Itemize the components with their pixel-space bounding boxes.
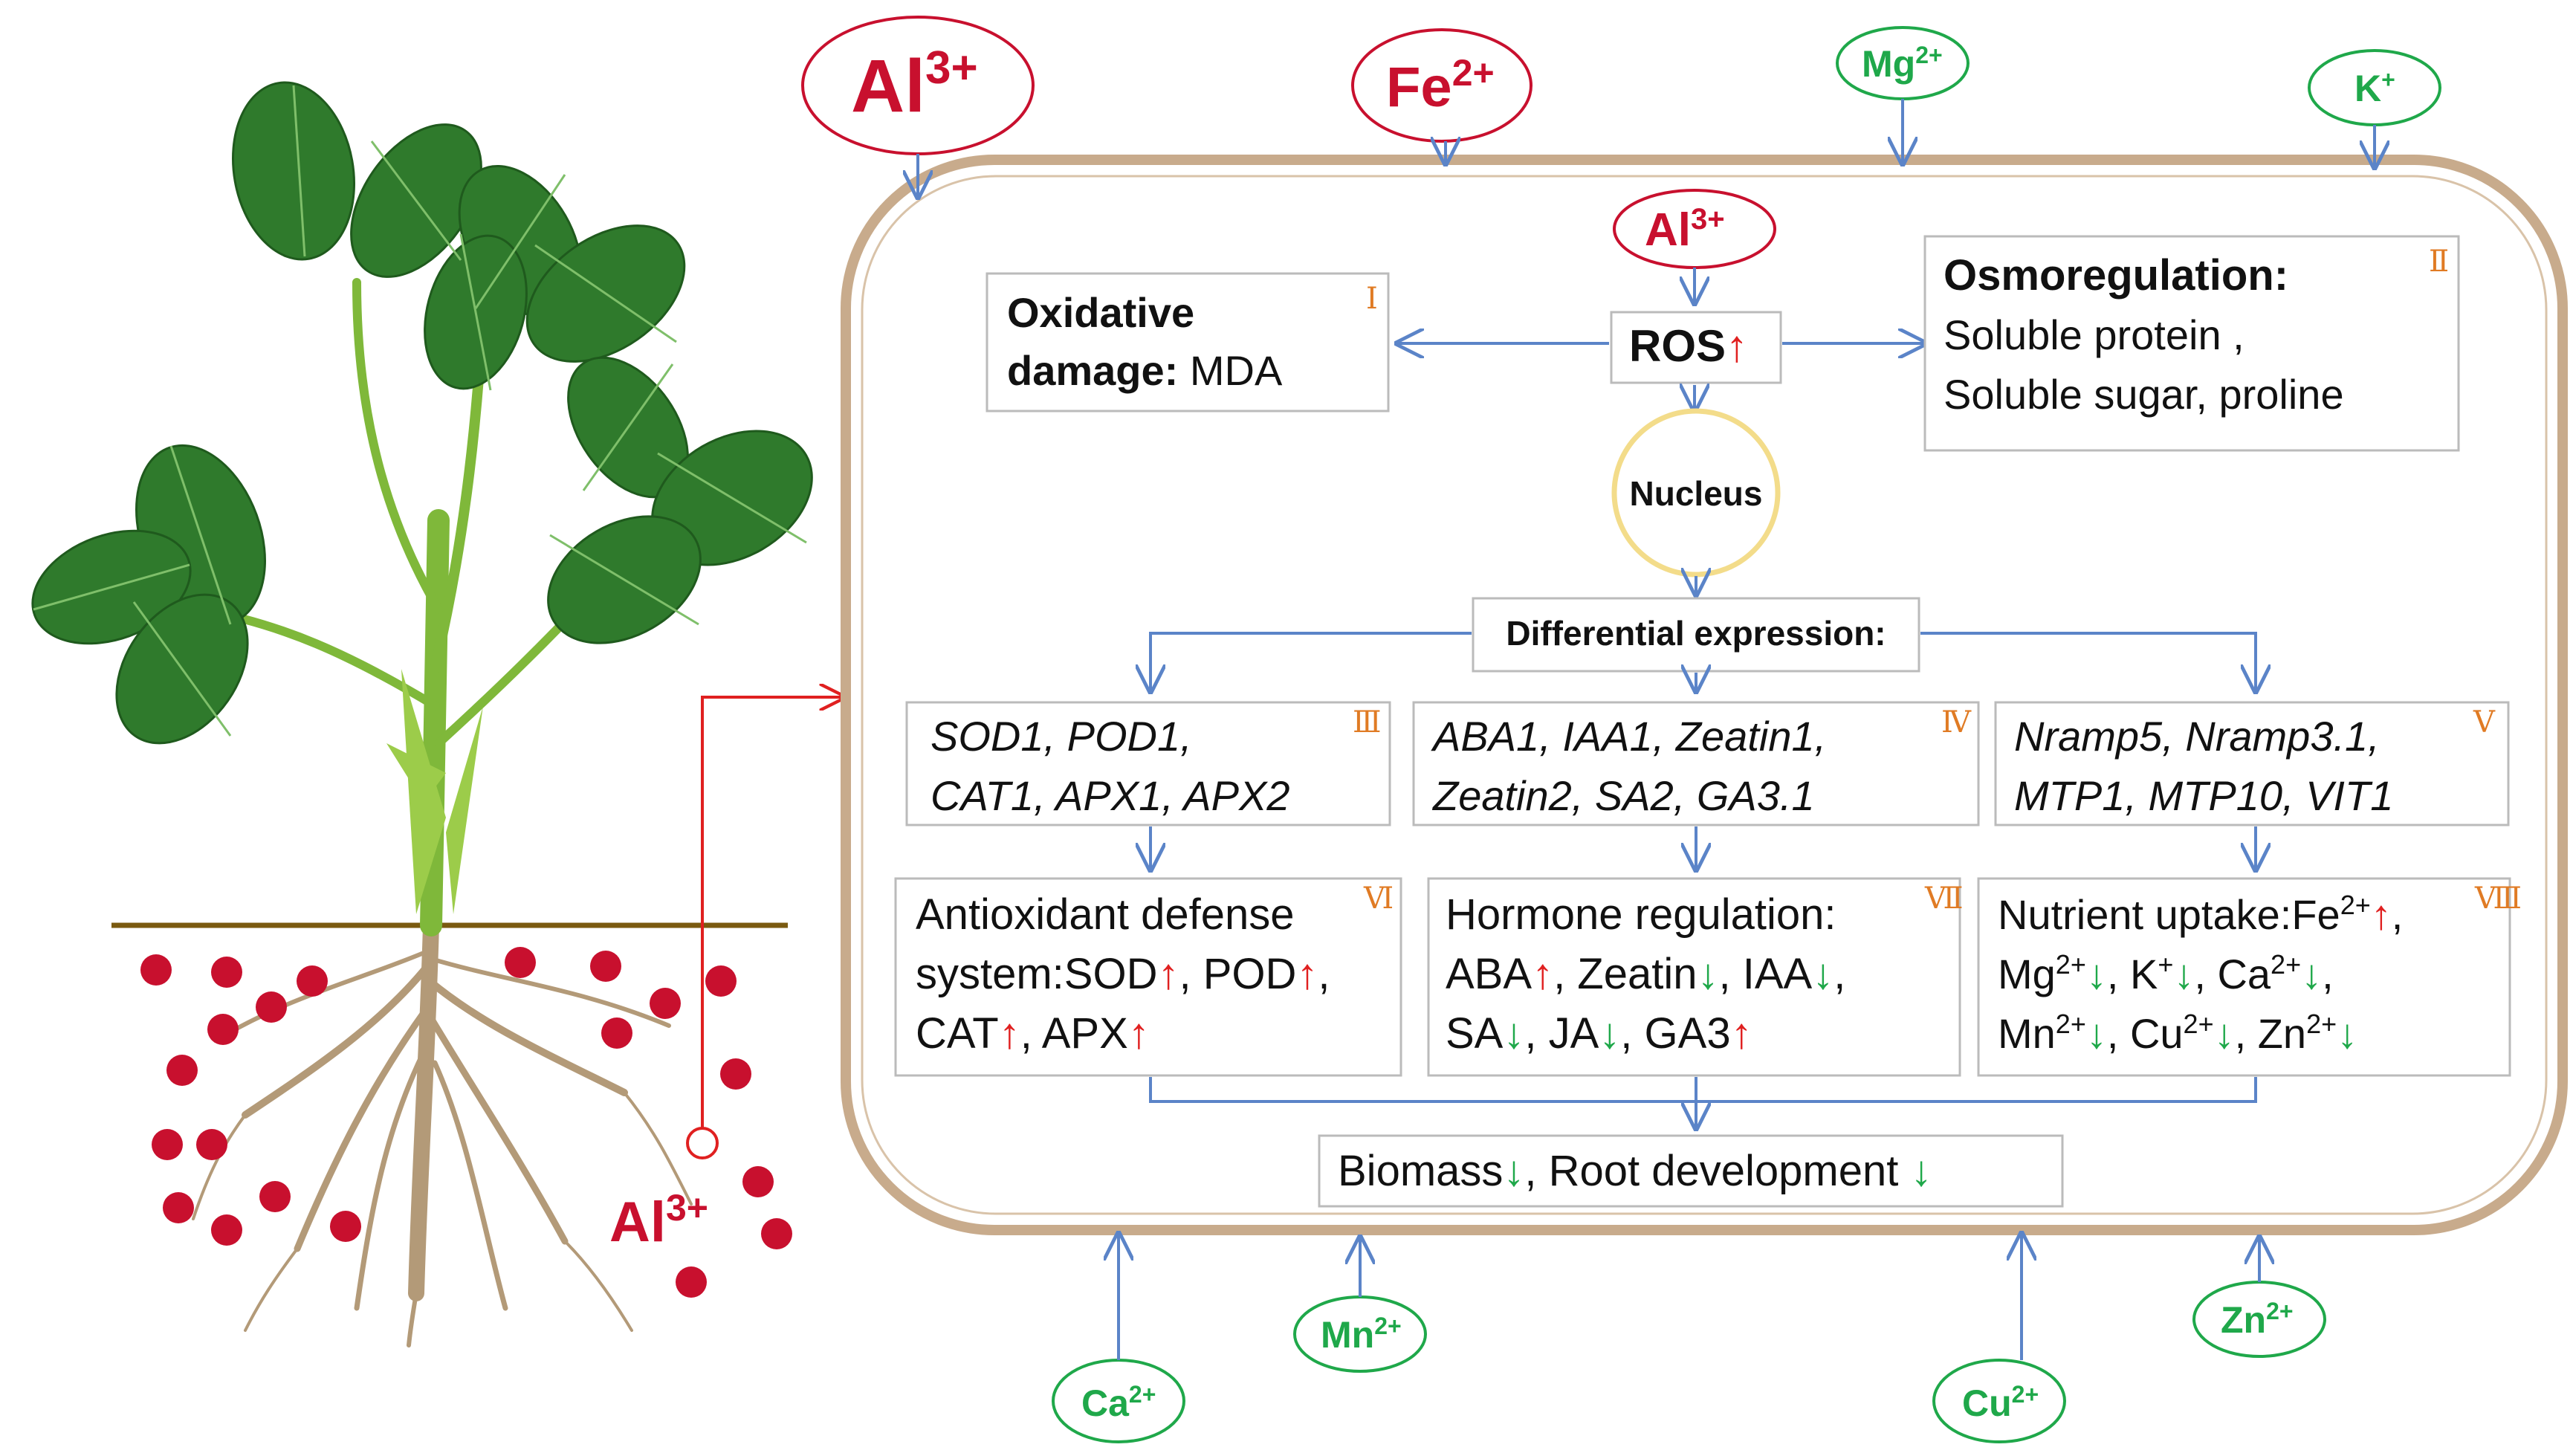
svg-text:SA↓, JA↓, GA3↑: SA↓, JA↓, GA3↑ xyxy=(1446,1009,1752,1058)
svg-text:Mn2+: Mn2+ xyxy=(1321,1313,1402,1356)
ion-fe-outer: Fe2+ xyxy=(1351,28,1533,143)
box-vii-hormone-regulation: Ⅶ Hormone regulation: ABA↑, Zeatin↓, IAA… xyxy=(1427,877,1964,1077)
ion-al-outer: Al3+ xyxy=(801,16,1035,155)
convergence-arrows xyxy=(1149,1077,2257,1128)
box-viii-nutrient-uptake: Ⅷ Nutrient uptake:Fe2+↑, Mg2+↓, K+↓, Ca2… xyxy=(1977,877,2522,1077)
ion-al-inner: Al3+ xyxy=(1613,189,1776,269)
svg-text:Ⅲ: Ⅲ xyxy=(1353,705,1382,740)
differential-expression-box: Differential expression: xyxy=(1472,597,1920,673)
diff-expression-branches xyxy=(1150,632,2256,691)
ion-k-outer: K+ xyxy=(2308,49,2441,126)
svg-text:system:SOD↑, POD↑,: system:SOD↑, POD↑, xyxy=(916,950,1330,998)
nucleus: Nucleus xyxy=(1611,408,1781,577)
ion-ca-outer: Ca2+ xyxy=(1052,1359,1185,1443)
svg-text:Nucleus: Nucleus xyxy=(1630,474,1763,513)
soil-al-particles xyxy=(140,947,792,1298)
svg-text:damage: MDA: damage: MDA xyxy=(1007,347,1283,394)
box-vi-antioxidant-defense: Ⅵ Antioxidant defense system:SOD↑, POD↑,… xyxy=(894,877,1402,1077)
svg-text:Nutrient uptake:Fe2+↑,: Nutrient uptake:Fe2+↑, xyxy=(1998,890,2403,938)
svg-text:Ⅷ: Ⅷ xyxy=(2474,881,2522,916)
cell-wall xyxy=(841,155,2568,1235)
svg-text:SOD1, POD1,: SOD1, POD1, xyxy=(931,713,1192,760)
svg-text:Zn2+: Zn2+ xyxy=(2221,1298,2294,1341)
leaf-veins xyxy=(33,85,807,737)
box-ii-osmoregulation: Ⅱ Osmoregulation: Soluble protein , Solu… xyxy=(1923,235,2460,452)
stipules xyxy=(386,669,483,914)
box-iv-hormone-genes: Ⅳ ABA1, IAA1, Zeatin1, Zeatin2, SA2, GA3… xyxy=(1412,701,1980,826)
ion-zn-outer: Zn2+ xyxy=(2192,1281,2326,1358)
svg-text:Oxidative: Oxidative xyxy=(1007,289,1194,336)
svg-text:Ⅳ: Ⅳ xyxy=(1941,705,1972,740)
ion-mn-outer: Mn2+ xyxy=(1293,1295,1427,1373)
root-to-cell-connector xyxy=(686,697,844,1159)
svg-text:Zeatin2, SA2, GA3.1: Zeatin2, SA2, GA3.1 xyxy=(1431,772,1815,819)
svg-text:Al3+: Al3+ xyxy=(1645,203,1725,256)
svg-text:Mn2+↓, Cu2+↓, Zn2+↓: Mn2+↓, Cu2+↓, Zn2+↓ xyxy=(1998,1009,2357,1057)
svg-text:Ca2+: Ca2+ xyxy=(1081,1381,1156,1424)
ion-arrows xyxy=(918,99,2375,1360)
svg-text:Ⅴ: Ⅴ xyxy=(2473,705,2496,740)
svg-text:Ⅵ: Ⅵ xyxy=(1363,881,1394,916)
cell-membrane xyxy=(861,175,2548,1215)
svg-text:Fe2+: Fe2+ xyxy=(1386,52,1495,119)
root-system xyxy=(192,917,693,1347)
soil-al-label: Al3+ xyxy=(609,1187,708,1254)
svg-text:CAT↑, APX↑: CAT↑, APX↑ xyxy=(916,1009,1150,1058)
svg-text:Ⅰ: Ⅰ xyxy=(1366,282,1378,316)
svg-text:CAT1, APX1, APX2: CAT1, APX1, APX2 xyxy=(931,772,1289,819)
svg-text:Mg2+↓, K+↓, Ca2+↓,: Mg2+↓, K+↓, Ca2+↓, xyxy=(1998,949,2334,997)
svg-text:Hormone regulation:: Hormone regulation: xyxy=(1446,890,1836,939)
svg-text:Differential expression:: Differential expression: xyxy=(1506,614,1886,653)
svg-text:ABA1, IAA1, Zeatin1,: ABA1, IAA1, Zeatin1, xyxy=(1431,713,1826,760)
svg-text:ABA↑, Zeatin↓, IAA↓,: ABA↑, Zeatin↓, IAA↓, xyxy=(1446,950,1845,998)
svg-text:K+: K+ xyxy=(2354,66,2395,109)
ion-cu-outer: Cu2+ xyxy=(1932,1359,2066,1443)
svg-text:Ⅱ: Ⅱ xyxy=(2429,245,2449,279)
svg-text:Osmoregulation:: Osmoregulation: xyxy=(1943,251,2288,300)
biomass-root-box: Biomass↓, Root development ↓ xyxy=(1318,1134,2064,1208)
svg-text:Antioxidant defense: Antioxidant defense xyxy=(916,890,1294,939)
svg-text:Soluble sugar, proline: Soluble sugar, proline xyxy=(1943,371,2344,418)
svg-text:Cu2+: Cu2+ xyxy=(1962,1381,2039,1424)
svg-text:MTP1, MTP10, VIT1: MTP1, MTP10, VIT1 xyxy=(2014,772,2393,819)
svg-text:Nramp5, Nramp3.1,: Nramp5, Nramp3.1, xyxy=(2014,713,2380,760)
ros-box: ROS↑ xyxy=(1610,311,1782,384)
box-v-transporter-genes: Ⅴ Nramp5, Nramp3.1, MTP1, MTP10, VIT1 xyxy=(1994,701,2510,826)
svg-text:Ⅶ: Ⅶ xyxy=(1924,881,1964,916)
svg-text:Al3+: Al3+ xyxy=(851,42,978,128)
svg-text:ROS↑: ROS↑ xyxy=(1629,321,1748,371)
svg-text:Mg2+: Mg2+ xyxy=(1862,42,1943,85)
peanut-plant-illustration xyxy=(31,81,813,1347)
svg-text:Soluble protein ,: Soluble protein , xyxy=(1943,311,2245,358)
ion-mg-outer: Mg2+ xyxy=(1836,26,1970,100)
box-iii-antioxidant-genes: Ⅲ SOD1, POD1, CAT1, APX1, APX2 xyxy=(905,701,1391,826)
svg-text:Biomass↓, Root development ↓: Biomass↓, Root development ↓ xyxy=(1338,1147,1932,1195)
gene-to-function-arrows xyxy=(1150,826,2256,870)
box-i-oxidative-damage: Ⅰ Oxidative damage: MDA xyxy=(985,272,1390,412)
